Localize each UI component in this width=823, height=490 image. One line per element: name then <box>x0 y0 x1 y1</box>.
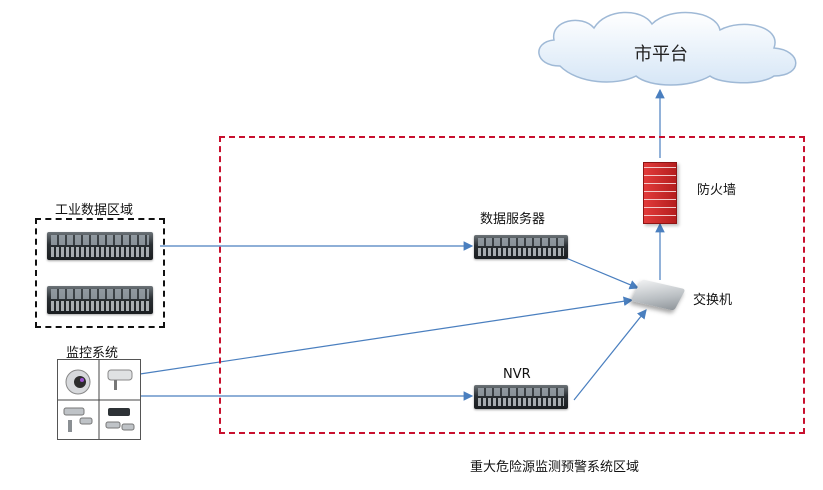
firewall-label: 防火墙 <box>697 183 737 198</box>
nvr-label: NVR <box>503 367 531 382</box>
link-nvr-to-switch <box>573 309 647 401</box>
switch-label: 交换机 <box>693 293 733 308</box>
monitoring-label: 监控系统 <box>66 346 119 361</box>
nvr-icon <box>474 385 568 409</box>
cctv-grid <box>58 360 140 439</box>
firewall-icon <box>643 162 677 224</box>
industrial-zone-border <box>35 218 165 328</box>
industrial-server-2-icon <box>47 286 153 314</box>
cloud-icon <box>538 11 797 86</box>
main-zone-label: 重大危险源监测预警系统区域 <box>470 460 640 475</box>
link-monitoring-to-switch <box>139 296 634 375</box>
data-server-icon <box>474 235 568 259</box>
data-server-label: 数据服务器 <box>480 212 546 227</box>
main-zone-border <box>219 136 805 434</box>
cctv-camera-icon <box>57 359 141 440</box>
industrial-server-1-icon <box>47 232 153 260</box>
cloud-label: 市平台 <box>634 44 688 65</box>
link-dataserver-to-switch <box>565 257 640 290</box>
industrial-zone-label: 工业数据区域 <box>55 203 134 218</box>
